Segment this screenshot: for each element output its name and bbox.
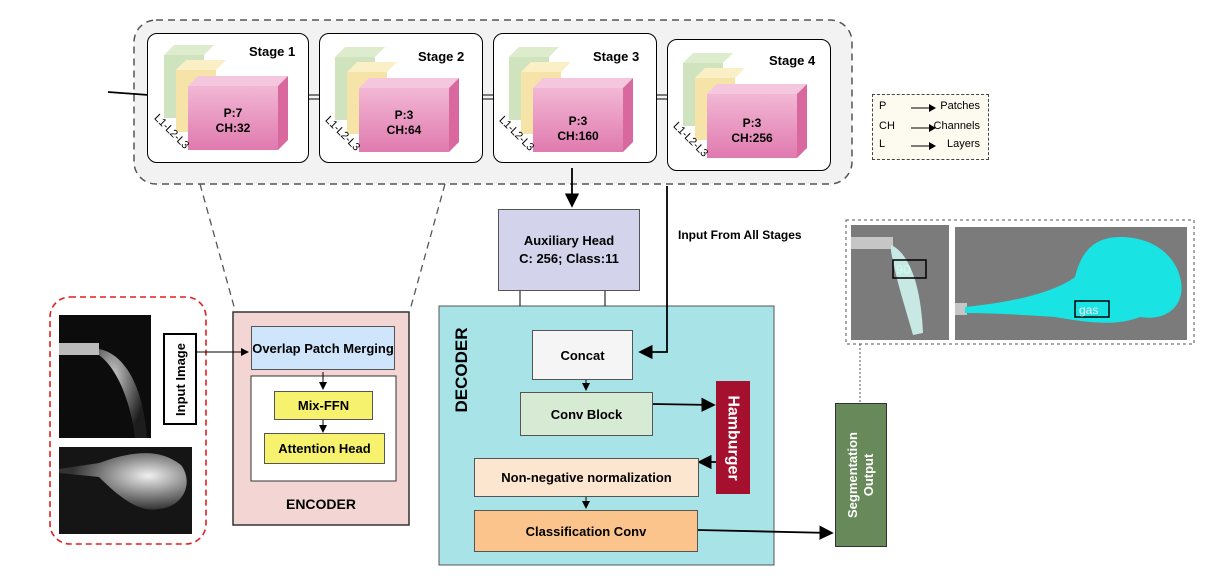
output-label-right: gas <box>1079 303 1098 317</box>
arrow-right-icon <box>911 142 936 150</box>
arrow-right-icon <box>911 104 936 112</box>
nonneg-normalization-box: Non-negative normalization <box>474 458 699 497</box>
stage-2-title: Stage 2 <box>418 49 465 64</box>
legend-row: P Patches <box>879 100 980 112</box>
attention-head: Attention Head <box>264 433 385 464</box>
arrow-right-icon <box>911 124 936 132</box>
output-image-left: 90 <box>851 225 949 340</box>
input-image-top <box>59 315 151 438</box>
legend: P Patches CH Channels L Layers <box>872 94 989 160</box>
input-image-label: Input Image <box>163 333 197 425</box>
decoder-title: DECODER <box>452 327 471 413</box>
mix-ffn: Mix-FFN <box>274 391 373 420</box>
input-images-frame <box>49 296 207 545</box>
overlap-patch-merging: Overlap Patch Merging <box>251 326 395 370</box>
stage-4-title: Stage 4 <box>769 53 816 68</box>
output-image-right: gas <box>955 227 1187 340</box>
auxiliary-head: Auxiliary Head C: 256; Class:11 <box>498 209 640 291</box>
output-label-left: 90 <box>896 262 910 277</box>
stage-3-title: Stage 3 <box>593 49 640 64</box>
concat-box: Concat <box>532 330 633 380</box>
conv-block-box: Conv Block <box>520 392 653 436</box>
segmentation-output-box: Segmentation Output <box>835 403 887 547</box>
encoder-title: ENCODER <box>285 496 356 512</box>
input-image-bottom <box>59 447 192 534</box>
input-from-all-stages-label: Input From All Stages <box>678 228 802 242</box>
stage-1-title: Stage 1 <box>249 44 296 59</box>
hamburger-box: Hamburger <box>716 381 750 494</box>
legend-row: L Layers <box>879 138 980 150</box>
classification-conv-box: Classification Conv <box>474 510 698 552</box>
legend-row: CH Channels <box>879 120 980 132</box>
